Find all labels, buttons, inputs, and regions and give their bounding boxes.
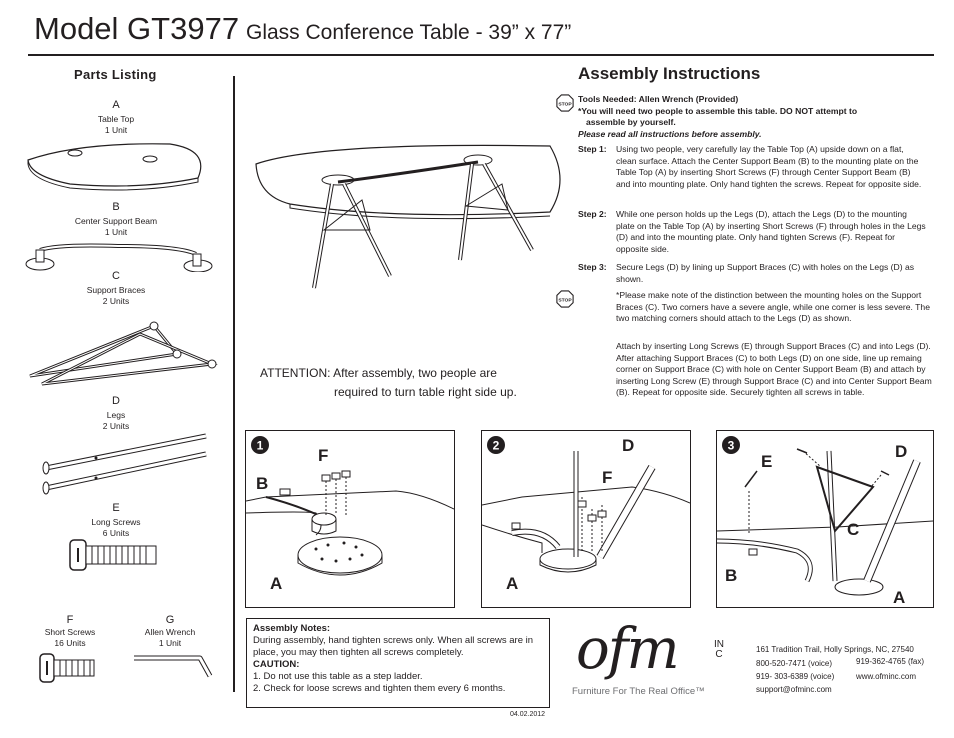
part-f-qty: 16 Units	[54, 638, 86, 648]
part-f-letter: F	[66, 614, 74, 626]
company-phone-fax: 919-362-4765 (fax)	[856, 657, 925, 666]
diagram-2-label-d: D	[622, 436, 634, 455]
diagram-2-number: 2	[493, 439, 500, 453]
part-a-qty: 1 Unit	[104, 125, 128, 135]
part-e-info: Long Screws 6 Units	[46, 517, 186, 539]
diagram-1-drawing: 1 F B A	[246, 436, 454, 593]
diagram-3-label-a: A	[893, 588, 905, 607]
part-f-name: Short Screws	[44, 627, 96, 637]
diagram-1-label-b: B	[256, 474, 268, 493]
company-email[interactable]: support@ofminc.com	[756, 685, 832, 694]
allen-wrench-illustration	[134, 655, 213, 678]
part-c-name: Support Braces	[86, 285, 146, 295]
page-title: Model GT3977	[34, 11, 240, 46]
step-3-label: Step 3:	[578, 262, 607, 272]
part-c-info: Support Braces 2 Units	[46, 285, 186, 307]
company-address: 161 Tradition Trail, Holly Springs, NC, …	[756, 645, 914, 654]
assembly-notes-text: During assembly, hand tighten screws onl…	[253, 635, 534, 658]
column-divider	[233, 76, 235, 692]
assembly-notes-box: Assembly Notes: During assembly, hand ti…	[246, 618, 550, 708]
part-b-qty: 1 Unit	[104, 227, 128, 237]
part-a-letter: A	[112, 99, 120, 111]
part-a-info: Table Top 1 Unit	[46, 114, 186, 136]
step-1-label: Step 1:	[578, 144, 607, 154]
part-b-info: Center Support Beam 1 Unit	[46, 216, 186, 238]
diagram-2-drawing: 2 D F A	[482, 436, 690, 593]
short-screw-illustration	[39, 653, 95, 683]
support-braces-illustration	[29, 321, 218, 386]
part-g-info: Allen Wrench 1 Unit	[100, 627, 240, 649]
tools-needed-block: Tools Needed: Allen Wrench (Provided) *Y…	[578, 94, 938, 140]
part-d-name: Legs	[106, 410, 126, 420]
caution-item-2: 2. Check for loose screws and tighten th…	[253, 683, 506, 694]
header-divider	[28, 54, 934, 56]
diagram-1-number: 1	[257, 439, 264, 453]
diagram-3-label-c: C	[847, 520, 859, 539]
table-top-illustration	[27, 143, 202, 191]
diagram-3-drawing: 3 E D C B A	[717, 436, 933, 607]
part-b-letter: B	[112, 201, 120, 213]
diagram-1-label-a: A	[270, 574, 282, 593]
attention-line-1: ATTENTION: After assembly, two people ar…	[260, 366, 497, 380]
corners-note: *Please make note of the distinction bet…	[616, 290, 930, 323]
part-e-qty: 6 Units	[102, 528, 130, 538]
page-subtitle: Glass Conference Table - 39” x 77”	[246, 21, 572, 44]
step-1-text: Using two people, very carefully lay the…	[616, 144, 922, 189]
assembly-instructions-title: Assembly Instructions	[578, 64, 761, 83]
part-a-name: Table Top	[97, 114, 135, 124]
diagram-3-label-b: B	[725, 566, 737, 585]
long-screw-illustration	[69, 539, 157, 571]
stop-sign-icon: STOP	[556, 290, 574, 308]
diagram-step-3: 3 E D C B A	[716, 430, 934, 608]
stop-sign-icon: STOP	[556, 94, 574, 112]
step-3-text: Secure Legs (D) by lining up Support Bra…	[616, 262, 915, 284]
diagram-step-2: 2 D F A	[481, 430, 691, 608]
parts-listing-title: Parts Listing	[74, 67, 157, 82]
stop-sign-label: STOP	[558, 297, 572, 303]
attention-note: ATTENTION: After assembly, two people ar…	[260, 364, 517, 402]
stop-sign-label: STOP	[558, 101, 572, 107]
step-2-text: While one person holds up the Legs (D), …	[616, 209, 926, 254]
part-c-letter: C	[112, 270, 120, 282]
ofm-logo-inc: INC	[714, 639, 724, 660]
two-people-warning: *You will need two people to assemble th…	[578, 105, 858, 116]
part-e-letter: E	[112, 502, 120, 514]
ofm-logo: ofm INC Furniture For The Real Office™	[572, 620, 732, 702]
tools-needed: Tools Needed: Allen Wrench (Provided)	[578, 94, 739, 104]
ofm-tagline: Furniture For The Real Office™	[572, 686, 705, 697]
diagram-2-label-f: F	[602, 468, 612, 487]
part-f-info: Short Screws 16 Units	[0, 627, 140, 649]
part-d-letter: D	[112, 395, 120, 407]
long-screws-note: Attach by inserting Long Screws (E) thro…	[616, 341, 932, 397]
part-g-name: Allen Wrench	[144, 627, 196, 637]
center-support-beam-illustration	[25, 243, 213, 272]
caution-title: CAUTION:	[253, 659, 300, 670]
revision-date: 04.02.2012	[510, 711, 546, 718]
diagram-1-label-f: F	[318, 446, 328, 465]
part-g-letter: G	[165, 614, 175, 626]
assembly-notes-title: Assembly Notes:	[253, 623, 331, 634]
diagram-3-label-e: E	[761, 452, 772, 471]
part-d-qty: 2 Units	[102, 421, 130, 431]
company-phone-voice-2[interactable]: 919- 303-6389 (voice)	[756, 672, 835, 681]
ofm-logo-text: ofm	[576, 617, 680, 682]
diagram-3-label-d: D	[895, 442, 907, 461]
part-c-qty: 2 Units	[102, 296, 130, 306]
part-b-name: Center Support Beam	[74, 216, 158, 226]
assembled-table-illustration	[255, 144, 561, 289]
diagram-step-1: 1 F B A	[245, 430, 455, 608]
part-g-qty: 1 Unit	[158, 638, 182, 648]
company-phone-voice: 800-520-7471 (voice)	[756, 659, 833, 668]
step-2-label: Step 2:	[578, 209, 607, 219]
diagram-2-label-a: A	[506, 574, 518, 593]
caution-item-1: 1. Do not use this table as a step ladde…	[253, 671, 423, 682]
read-instructions: Please read all instructions before asse…	[578, 128, 762, 139]
diagram-3-number: 3	[728, 439, 735, 453]
part-e-name: Long Screws	[91, 517, 141, 527]
attention-line-2: required to turn table right side up.	[334, 385, 517, 399]
legs-illustration	[42, 433, 207, 495]
company-website[interactable]: www.ofminc.com	[856, 672, 917, 681]
part-d-info: Legs 2 Units	[46, 410, 186, 432]
two-people-warning-2: assemble by yourself.	[586, 117, 676, 127]
